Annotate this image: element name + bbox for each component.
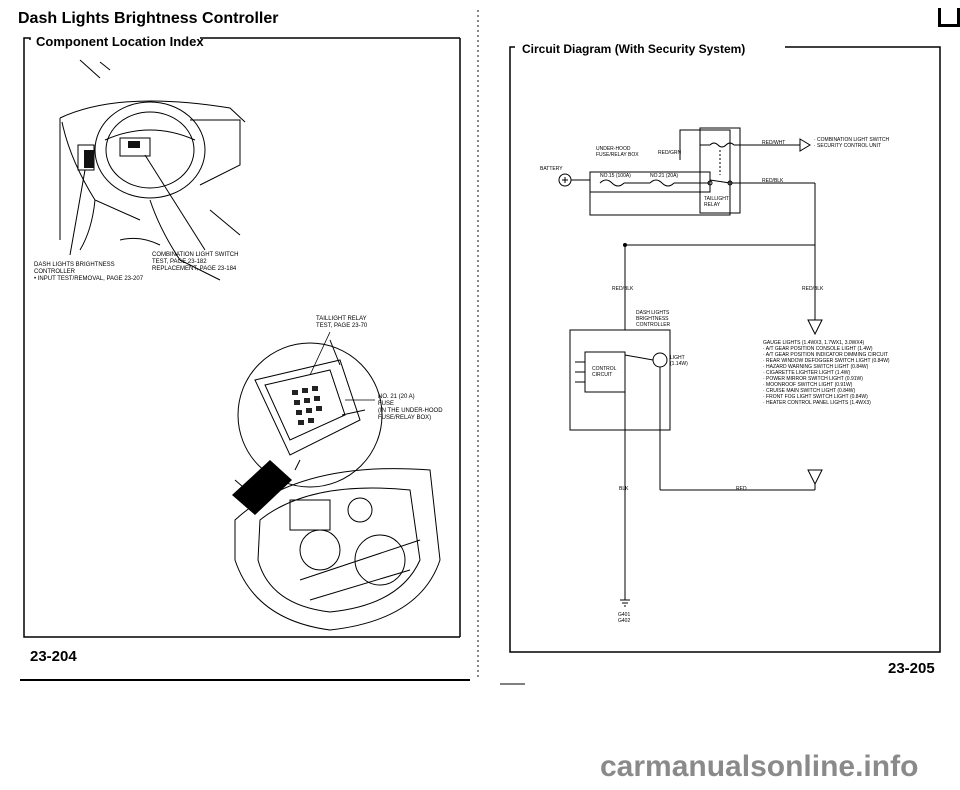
lights-list-item: · POWER MIRROR SWITCH LIGHT (0.91W) xyxy=(763,376,863,382)
lights-list-item: · HEATER CONTROL PANEL LIGHTS (1.4Wx3) xyxy=(763,400,871,406)
lights-list-item: · FRONT FOG LIGHT SWITCH LIGHT (0.84W) xyxy=(763,394,868,400)
callout-dash-line-3: • Input Test/Removal, page 23-207 xyxy=(34,276,144,282)
callout-taillight-relay: TAILLIGHT RELAY Test, page 23-70 xyxy=(316,316,367,330)
lights-list-item: · HAZARD WARNING SWITCH LIGHT (0.84W) xyxy=(763,364,869,370)
watermark-text: carmanualsonline.info xyxy=(600,750,919,783)
label-wire-blk: BLK xyxy=(619,486,629,492)
label-wire-red-grn: RED/GRN xyxy=(658,150,682,156)
label-taillight-line-2: RELAY xyxy=(704,202,721,208)
lights-list-item: · A/T GEAR POSITION INDICATOR DIMMING CI… xyxy=(763,352,889,358)
label-combination-reference: · COMBINATION LIGHT SWITCH · SECURITY CO… xyxy=(814,137,889,149)
label-light-line-2: (1.14W) xyxy=(670,361,688,367)
engine-bay-illustration xyxy=(234,459,441,631)
label-wire-red: RED xyxy=(736,486,747,492)
label-fuse-15: No.15 (100A) xyxy=(600,173,631,179)
callout-relay-line-2: Test, page 23-70 xyxy=(316,323,368,329)
section-tab-mark xyxy=(938,8,960,27)
label-wire-red-wht: RED/WHT xyxy=(762,140,786,146)
circuit-schematic xyxy=(558,127,823,607)
label-light-line-1: LIGHT xyxy=(670,355,685,361)
label-light: LIGHT (1.14W) xyxy=(670,355,688,367)
lights-list-item: · MOONROOF SWITCH LIGHT (0.91W) xyxy=(763,382,853,388)
label-ground-line-2: G402 xyxy=(618,618,631,624)
label-control-circuit: CONTROL CIRCUIT xyxy=(592,366,616,378)
callout-fuse-line-2: FUSE xyxy=(378,401,395,407)
label-control-line-2: CIRCUIT xyxy=(592,372,613,378)
lights-list-item: · CRUISE MAIN SWITCH LIGHT (0.84W) xyxy=(763,388,856,394)
callout-combo-line-1: COMBINATION LIGHT SWITCH xyxy=(152,252,239,258)
label-underhood-line-2: FUSE/RELAY BOX xyxy=(596,152,639,158)
label-ground-line-1: G401 xyxy=(618,612,631,618)
callout-dash-controller: DASH LIGHTS BRIGHTNESS CONTROLLER • Inpu… xyxy=(34,262,143,283)
fuse-box-illustration xyxy=(237,339,383,488)
label-taillight-relay: TAILLIGHT RELAY xyxy=(704,196,729,208)
page-number-right: 23-205 xyxy=(888,660,935,677)
callout-combination-switch: COMBINATION LIGHT SWITCH Test, page 23-1… xyxy=(152,252,238,273)
dashboard-illustration xyxy=(59,59,246,281)
lights-list-item: · A/T GEAR POSITION CONSOLE LIGHT (1.4W) xyxy=(763,346,873,352)
callout-relay-line-1: TAILLIGHT RELAY xyxy=(316,316,367,322)
callout-dash-line-1: DASH LIGHTS BRIGHTNESS xyxy=(34,262,115,268)
label-dash-ctrl-line-2: BRIGHTNESS xyxy=(636,316,669,322)
lights-list-item: · CIGARETTE LIGHTER LIGHT (1.4W) xyxy=(763,370,851,376)
page-number-left: 23-204 xyxy=(30,648,77,665)
label-wire-red-blk-right: RED/BLK xyxy=(802,286,824,292)
callout-fuse-line-4: fuse/relay box) xyxy=(378,415,432,421)
callout-fuse-21: No. 21 (20 A) FUSE (In the under-hood fu… xyxy=(378,394,443,422)
callout-dash-line-2: CONTROLLER xyxy=(34,269,76,275)
label-ground-points: G401 G402 xyxy=(618,612,630,624)
label-wire-red-blk-top: RED/BLK xyxy=(762,178,784,184)
label-dash-controller: DASH LIGHTS BRIGHTNESS CONTROLLER xyxy=(636,310,670,328)
lights-list-item: · REAR WINDOW DEFOGGER SWITCH LIGHT (0.8… xyxy=(763,358,890,364)
circuit-diagram-title: Circuit Diagram (With Security System) xyxy=(522,42,746,56)
lights-list-item: GAUGE LIGHTS (1.4Wx3, 1.7Wx1, 3.0Wx4) xyxy=(763,340,865,346)
label-underhood-line-1: UNDER-HOOD xyxy=(596,146,631,152)
callout-fuse-line-3: (In the under-hood xyxy=(378,408,443,414)
lights-list: GAUGE LIGHTS (1.4Wx3, 1.7Wx1, 3.0Wx4) · … xyxy=(763,340,890,406)
section-title-component-index: Component Location Index xyxy=(36,34,204,49)
label-combo-ref-line-2: · SECURITY CONTROL UNIT xyxy=(814,143,881,149)
label-battery: BATTERY xyxy=(540,166,563,172)
label-underhood-box: UNDER-HOOD FUSE/RELAY BOX xyxy=(596,146,639,158)
callout-combo-line-3: Replacement, page 23-184 xyxy=(152,266,237,272)
label-fuse-21: No.21 (20A) xyxy=(650,173,679,179)
label-dash-ctrl-line-3: CONTROLLER xyxy=(636,322,671,328)
label-combo-ref-line-1: · COMBINATION LIGHT SWITCH xyxy=(814,137,890,143)
label-dash-ctrl-line-1: DASH LIGHTS xyxy=(636,310,670,316)
callout-combo-line-2: Test, page 23-182 xyxy=(152,259,207,265)
page-title: Dash Lights Brightness Controller xyxy=(18,10,279,27)
callout-fuse-line-1: No. 21 (20 A) xyxy=(378,394,415,400)
label-control-line-1: CONTROL xyxy=(592,366,617,372)
label-taillight-line-1: TAILLIGHT xyxy=(704,196,729,202)
label-wire-red-blk-left: RED/BLK xyxy=(612,286,634,292)
